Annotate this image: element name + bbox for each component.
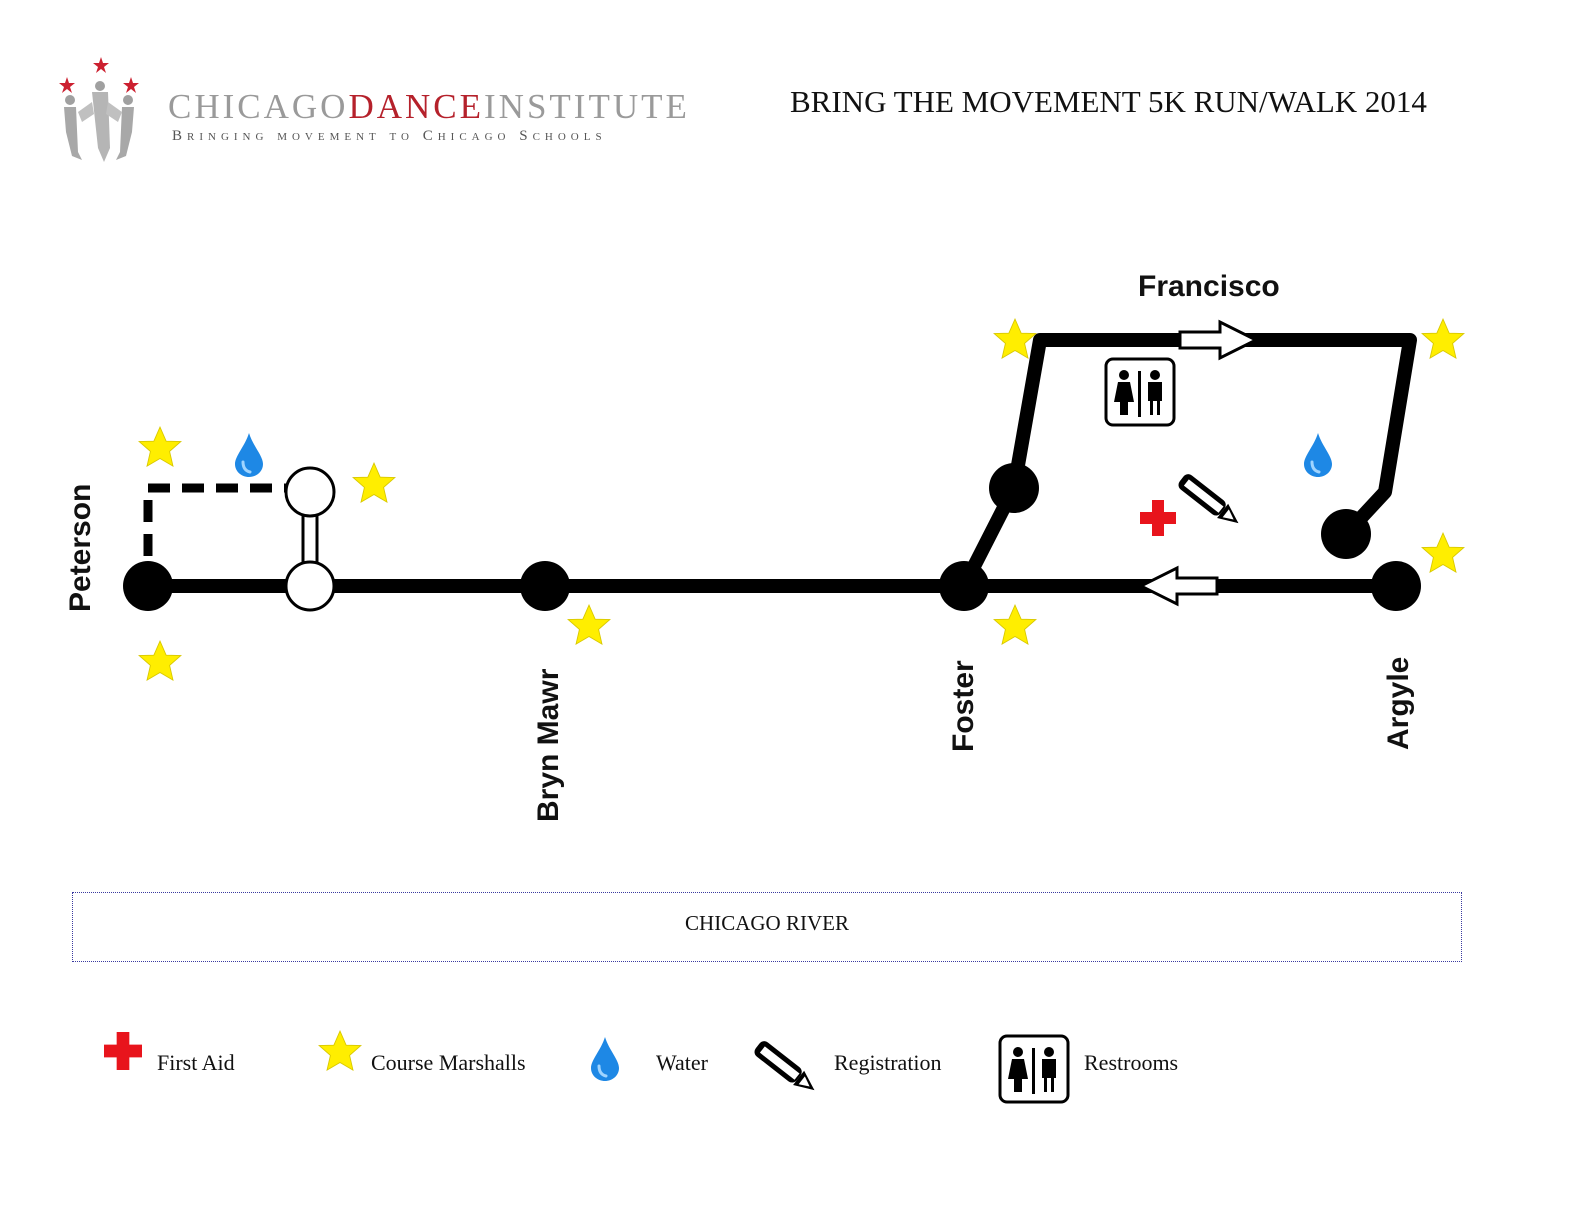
legend-item-restrooms: Restrooms [998, 1020, 1218, 1120]
legend: First Aid Course Marshalls Water Registr… [0, 1020, 1584, 1120]
marshall-star-icon [138, 640, 182, 681]
chicago-river: CHICAGO RIVER [72, 892, 1462, 962]
logo-name: CHICAGODANCEINSTITUTE [168, 87, 690, 127]
direction-arrow-west [1137, 565, 1219, 607]
marshall-star-icon [993, 604, 1037, 645]
street-label-peterson: Peterson [64, 484, 97, 612]
street-label-francisco: Francisco [1138, 270, 1280, 303]
route-dashed-connector [143, 483, 288, 556]
page-title: BRING THE MOVEMENT 5K RUN/WALK 2014 [790, 84, 1427, 119]
legend-item-water: Water [590, 1020, 750, 1120]
route-node-argyle-end [1321, 509, 1371, 559]
first-aid-cross-icon [104, 1032, 142, 1070]
legend-item-course-marshalls: Course Marshalls [314, 1020, 574, 1120]
logo-name-part2: DANCE [348, 87, 485, 126]
legend-label-restrooms: Restrooms [1084, 1050, 1179, 1075]
route-node-argyle [1371, 561, 1421, 611]
logo-tagline: Bringing movement to Chicago Schools [172, 128, 607, 144]
logo: CHICAGODANCEINSTITUTE Bringing movement … [58, 52, 708, 172]
route-node-bryn-mawr [520, 561, 570, 611]
water-drop-icon [1303, 432, 1333, 478]
legend-label-registration: Registration [834, 1050, 942, 1075]
street-label-bryn-mawr: Bryn Mawr [532, 668, 565, 822]
river-label: CHICAGO RIVER [685, 911, 849, 935]
marshall-star-icon [318, 1030, 362, 1072]
legend-label-water: Water [656, 1050, 708, 1075]
legend-item-first-aid: First Aid [104, 1020, 284, 1120]
street-label-foster: Foster [947, 660, 980, 752]
route-node-foster-turn [989, 463, 1039, 513]
route-turnaround [284, 466, 336, 612]
first-aid-cross-icon [1140, 500, 1176, 536]
legend-item-registration: Registration [746, 1020, 986, 1120]
legend-label-first-aid: First Aid [157, 1050, 235, 1075]
marshall-star-icon [138, 426, 182, 467]
direction-arrow-east [1178, 319, 1260, 361]
marshall-star-icon [1421, 318, 1465, 359]
registration-pencil-icon [1176, 471, 1244, 531]
restroom-icon [1104, 357, 1176, 427]
registration-pencil-icon [754, 1041, 815, 1091]
water-drop-icon [234, 432, 264, 478]
restroom-icon [998, 1034, 1070, 1104]
legend-label-course-marshalls: Course Marshalls [371, 1050, 526, 1075]
logo-dancers-icon [59, 57, 139, 162]
route-node-peterson [123, 561, 173, 611]
marshall-star-icon [352, 462, 396, 503]
logo-name-part1: CHICAGO [168, 87, 349, 126]
water-drop-icon [591, 1037, 619, 1081]
route-node-foster [939, 561, 989, 611]
marshall-star-icon [993, 318, 1037, 359]
logo-name-part3: INSTITUTE [484, 87, 690, 126]
marshall-star-icon [1421, 532, 1465, 573]
street-label-argyle: Argyle [1382, 657, 1415, 750]
marshall-star-icon [567, 604, 611, 645]
